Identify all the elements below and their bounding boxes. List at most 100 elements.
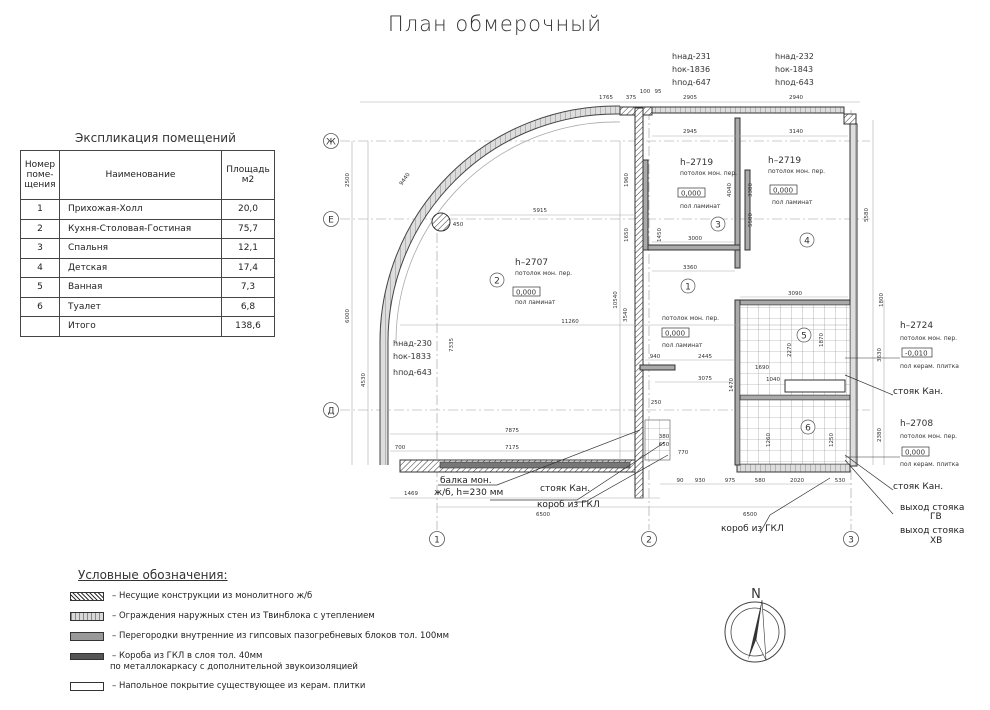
room-5-6-labels: 5 6 [796,327,816,435]
dim-3000: 3000 [688,236,702,242]
dim-3360: 3360 [683,265,697,271]
svg-text:пол керам. плитка: пол керам. плитка [900,363,959,370]
room-number-2: 2 [494,277,500,287]
partition-swatch [70,631,104,641]
mark2-line3: hпод-643 [775,78,814,87]
riser-label-3: стояк Кан. [893,482,943,492]
dim-1690: 1690 [755,365,769,371]
svg-text:потолок мон. пер.: потолок мон. пер. [900,433,957,440]
column [431,212,451,232]
room-number-1: 1 [685,283,691,293]
dim-11260: 11260 [561,319,579,325]
svg-text:0,000: 0,000 [905,449,925,457]
bathroom-height-callout: h–2724 потолок мон. пер. -0,010 пол кера… [845,321,959,370]
beam-label-2: ж/б, h=230 мм [434,488,503,498]
row-area: 138,6 [221,316,275,337]
svg-text:0,000: 0,000 [773,187,793,195]
room-number-4: 4 [804,237,810,247]
dim-2940: 2940 [789,95,803,101]
north-label: N [751,587,761,602]
dim-4530: 4530 [361,373,367,387]
dim-5915: 5915 [533,208,547,214]
dim-3090: 3090 [788,291,802,297]
dim-95: 95 [655,89,662,95]
dim-1960: 1960 [624,173,630,187]
axis-label-3: 3 [848,536,854,546]
box-label-2: короб из ГКЛ [721,524,784,534]
dim-530: 530 [835,478,846,484]
dim-90: 90 [677,478,684,484]
row-area: 12,1 [221,238,275,259]
mark3-line3: hпод-643 [393,368,432,377]
beam-label-1: балка мон. [440,476,492,486]
hv-label-1: выход стояка [900,526,964,536]
gkl-swatch [70,652,104,660]
dim-1470: 1470 [729,378,735,392]
dim-380: 380 [659,434,670,440]
dim-375: 375 [626,95,637,101]
dim-4040: 4040 [727,183,733,197]
dimension-lines [351,101,885,508]
mark1-line2: hок-1836 [672,65,710,74]
svg-text:0,000: 0,000 [681,190,701,198]
dim-975: 975 [725,478,736,484]
dim-100: 100 [640,89,651,95]
curved-outer-wall [379,105,621,465]
concrete-beam [439,461,631,469]
inner-partitions [639,117,851,466]
dim-6000: 6000 [345,309,351,323]
mark3-line2: hок-1833 [393,352,431,361]
row-name: Итого [59,316,222,337]
dim-3140: 3140 [789,129,803,135]
dim-1870: 1870 [819,333,825,347]
hv-label-2: ХВ [930,536,942,546]
riser-label-2: стояк Кан. [893,387,943,397]
legend-item-gkl: – Короба из ГКЛ в слоя тол. 40мм [70,651,262,661]
dim-3075: 3075 [698,376,712,382]
dim-1250: 1250 [829,433,835,447]
table-header-row: Номер поме-щения Наименование Площадь м2 [20,150,275,200]
svg-text:потолок мон. пер.: потолок мон. пер. [662,315,719,322]
dim-5580: 5580 [748,213,754,227]
room-number-6: 6 [805,424,811,434]
dim-3380: 3380 [748,183,754,197]
callout-labels: балка мон. ж/б, h=230 мм стояк Кан. коро… [434,387,964,546]
header-name: Наименование [59,150,222,200]
room-number-5: 5 [801,332,807,342]
mark2-line2: hок-1843 [775,65,813,74]
dimension-labels: 1765 375 100 95 2905 2940 2945 3140 5915… [395,89,846,518]
dim-650: 650 [659,442,670,448]
svg-text:пол ламинат: пол ламинат [662,342,703,349]
mark3-line1: hнад-230 [393,339,432,348]
room-3-info: 3 h–2719 потолок мон. пер. 0,000 пол лам… [677,158,737,232]
svg-text:0,000: 0,000 [665,330,685,338]
svg-text:h–2708: h–2708 [900,419,933,429]
axis-label-e: Е [328,216,334,226]
svg-text:пол керам. плитка: пол керам. плитка [900,461,959,468]
svg-text:-0,010: -0,010 [905,350,928,358]
svg-text:потолок мон. пер.: потолок мон. пер. [680,170,737,177]
room-number-3: 3 [715,221,721,231]
dim-6500b: 6500 [743,512,757,518]
north-arrow: N [724,587,786,663]
dim-930: 930 [695,478,706,484]
dim-770: 770 [678,450,689,456]
gv-label-1: выход стояка [900,503,964,513]
svg-text:h–2719: h–2719 [680,158,713,168]
bathtub [784,379,846,393]
dim-2020: 2020 [790,478,804,484]
explication-table: Номер поме-щения Наименование Площадь м2… [20,150,275,337]
axis-markers: Ж Е Д 1 2 3 [323,133,859,547]
svg-text:пол ламинат: пол ламинат [515,299,556,306]
svg-text:0,000: 0,000 [516,289,536,297]
svg-text:h–2707: h–2707 [515,258,548,268]
toilet-height-callout: h–2708 потолок мон. пер. 0,000 пол керам… [845,419,959,468]
dim-7875: 7875 [505,428,519,434]
leader-lines [438,374,894,534]
dim-2270: 2270 [787,343,793,357]
